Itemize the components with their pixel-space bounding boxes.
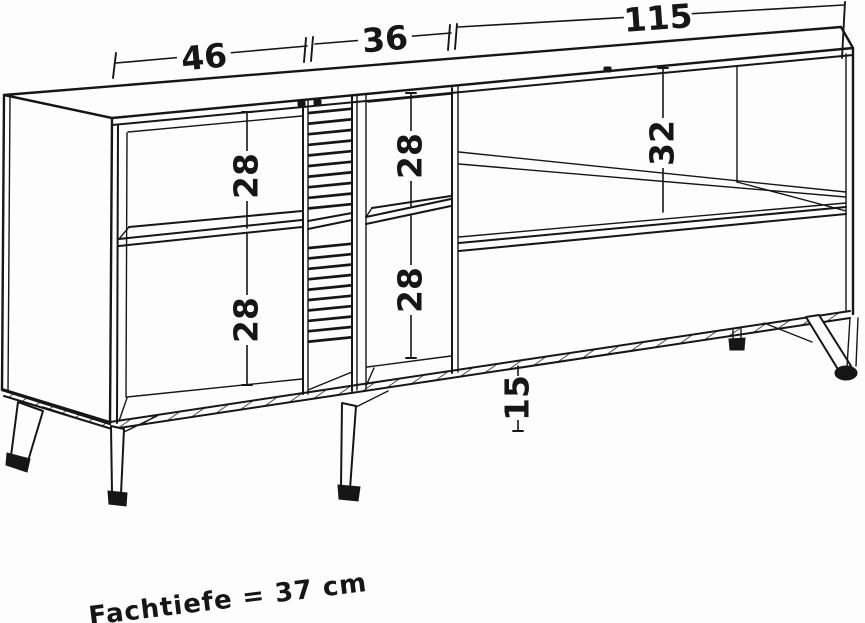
front-middle-leg-brace <box>355 390 389 408</box>
back-left-foot <box>5 452 31 473</box>
dim-label-15: 15 <box>498 375 537 421</box>
left-side-face <box>0 93 114 426</box>
dimension-right-compartment-height: 32 <box>643 67 682 213</box>
left-shelf-back-edge <box>128 210 303 228</box>
louver-shelf-top <box>307 212 353 222</box>
dimension-middle-lower-shelf: 28 <box>391 215 430 359</box>
back-left-leg-bracket <box>42 406 69 416</box>
dim-label-28-left-lower: 28 <box>227 297 266 343</box>
dimension-top-middle-width: 36 <box>314 18 458 61</box>
dimension-middle-upper-shelf: 28 <box>391 92 430 207</box>
top-face <box>2 25 855 120</box>
door-stop-dot-middle <box>313 99 322 106</box>
niche-floor-back-edge2 <box>458 163 847 198</box>
front-left-foot <box>107 490 128 507</box>
dimension-left-lower-shelf: 28 <box>227 233 266 386</box>
right-leg-brace <box>763 322 813 343</box>
cabinet-body <box>0 25 855 430</box>
dimension-top-right-width: 115 <box>457 0 846 59</box>
left-panel-inner-edge <box>7 96 11 393</box>
back-right-leg <box>805 314 852 372</box>
middle-compartment-floor-side <box>365 367 375 387</box>
left-shelf-side <box>118 226 130 240</box>
bottom-edge-top <box>109 310 851 423</box>
middle-compartment-ceiling-line <box>367 93 452 103</box>
dim-label-28-middle-upper: 28 <box>391 133 430 179</box>
front-right-leg <box>846 317 851 368</box>
back-left-leg <box>10 401 44 462</box>
left-bottom-edge-hatch <box>2 389 112 429</box>
left-compartment-back-corner <box>125 132 128 398</box>
dim-label-115: 115 <box>622 0 693 40</box>
rear-middle-foot <box>728 337 746 351</box>
drawer-front <box>458 206 847 252</box>
front-left-leg <box>110 425 125 495</box>
dim-tick <box>112 52 117 79</box>
dim-label-36: 36 <box>360 18 409 61</box>
drawer-top-edge <box>458 206 847 244</box>
left-shelf-front-top <box>118 219 303 240</box>
front-left-leg-brace <box>123 415 158 433</box>
left-bottom-edge-top <box>1 388 111 423</box>
dimension-leg-height: 15 <box>498 365 537 432</box>
middle-shelf-side <box>365 207 373 218</box>
dim-tick <box>303 37 307 63</box>
dim-tick <box>310 36 314 62</box>
left-compartment-floor-back <box>126 378 303 398</box>
louver-shelf-bottom <box>307 219 353 230</box>
front-left-inner-edge <box>116 124 119 424</box>
middle-shelf-front-bottom <box>365 205 452 225</box>
bottom-edge-hatch <box>110 311 850 429</box>
front-middle-leg <box>340 402 357 490</box>
niche-floor-back-edge <box>458 151 847 193</box>
dim-label-46: 46 <box>179 35 228 78</box>
legs <box>5 314 859 507</box>
middle-compartment-floor-back <box>366 355 452 368</box>
middle-shelf-front-top <box>365 198 452 218</box>
right-foot <box>834 365 858 381</box>
left-shelf-front-bottom <box>118 226 303 247</box>
niche-right-floor-junction <box>736 181 847 212</box>
door-stop-dot-left <box>297 100 306 107</box>
bottom-edge-bottom <box>111 317 851 430</box>
front-middle-foot <box>337 484 361 502</box>
depth-note: Fachtiefe = 37 cm <box>87 568 369 623</box>
shelves <box>118 195 452 247</box>
niche-floor-front-edge <box>458 202 847 238</box>
left-compartment-ceiling-line <box>127 115 303 133</box>
louver-panel <box>307 107 353 391</box>
dim-tick <box>454 23 458 50</box>
dim-label-28-left-upper: 28 <box>227 153 266 199</box>
depth-note-group: Fachtiefe = 37 cm <box>87 568 369 623</box>
dim-tick <box>841 1 846 59</box>
dimension-left-upper-shelf: 28 <box>227 111 266 229</box>
top-panel-edge <box>111 54 854 126</box>
left-compartment-floor-side <box>118 397 128 422</box>
dim-label-28-middle-lower: 28 <box>391 267 430 313</box>
dim-label-32: 32 <box>643 120 682 166</box>
dimension-top-left-width: 46 <box>112 35 314 79</box>
front-right-leg2 <box>855 317 859 367</box>
louver-floor-line <box>307 371 353 391</box>
drawer-top-edge2 <box>458 213 847 252</box>
door-stop-dot-right <box>603 66 612 73</box>
dim-tick <box>447 24 451 51</box>
